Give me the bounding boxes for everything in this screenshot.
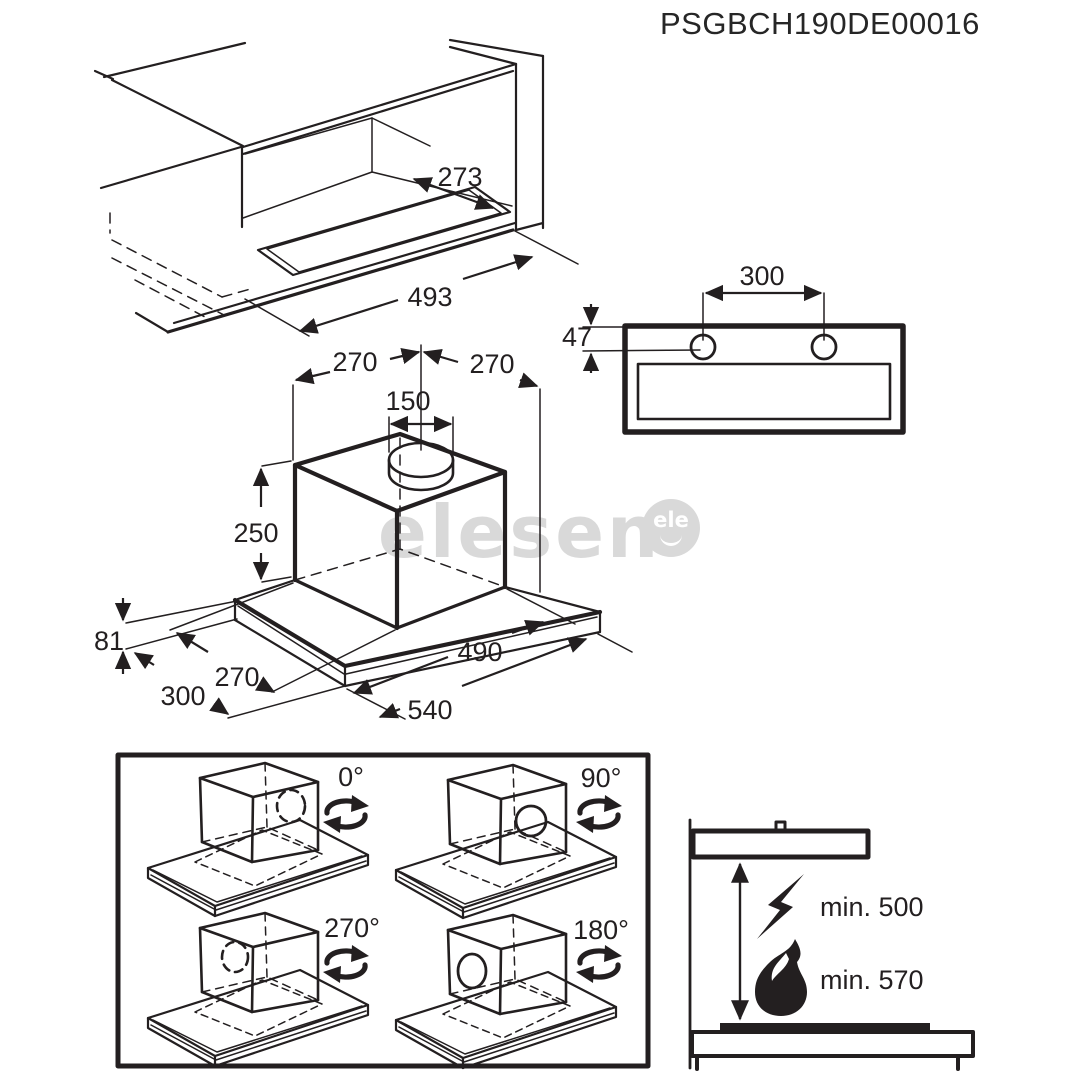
hood-bottom: [690, 828, 871, 860]
rotation-angle-label: 270°: [324, 913, 380, 943]
dim-label-hole-spacing: 300: [739, 261, 784, 291]
dim-label-cutout-width: 493: [407, 282, 452, 312]
hidden-edges-dashed: [109, 212, 257, 318]
dim-label-duct-left: 270: [332, 347, 377, 377]
dim-label-duct-right: 270: [469, 349, 514, 379]
dim-label-duct-diameter: 150: [385, 386, 430, 416]
duct-hole: [514, 804, 548, 838]
lightning-icon: [757, 874, 804, 939]
duct-rotation-options: 0° 90° 270° 180°: [115, 752, 651, 1070]
rotation-option-90: 90°: [394, 763, 622, 920]
drawing-number: PSGBCH190DE00016: [660, 6, 980, 41]
hood-dimensions-drawing: 150 270 270 250 81 300 270: [94, 344, 633, 725]
rotation-angle-label: 180°: [573, 915, 629, 945]
rotation-option-180: 180°: [394, 913, 629, 1070]
rotation-option-270: 270°: [146, 911, 380, 1068]
duct-hole-hidden: [220, 940, 250, 974]
dim-label-panel-width: 540: [407, 695, 452, 725]
dim-label-cutout-depth: 273: [437, 162, 482, 192]
clearance-gas-label: min. 570: [820, 965, 924, 995]
mounting-front-view: 300 47: [562, 261, 906, 435]
watermark-badge-label: ele: [653, 508, 689, 532]
dim-label-body-depth: 270: [214, 662, 259, 692]
dim-label-panel-depth: 300: [160, 681, 205, 711]
duct-hole-hidden: [275, 788, 307, 824]
flame-icon: [755, 939, 807, 1016]
dim-label-hole-offset: 47: [562, 322, 592, 352]
dim-label-body-height: 250: [233, 518, 278, 548]
cooktop: [720, 1023, 930, 1032]
watermark-smile-icon: [660, 533, 682, 546]
dim-label-panel-height: 81: [94, 626, 124, 656]
worktop: [690, 1030, 975, 1058]
watermark-badge: ele: [642, 499, 700, 557]
rotation-option-0: 0°: [146, 761, 369, 918]
cabinet-cutout-drawing: 273 493: [93, 38, 579, 337]
rotation-angle-label: 0°: [338, 762, 364, 792]
duct-hole: [456, 952, 488, 990]
watermark-text: elesen: [378, 490, 662, 574]
dim-label-body-width: 490: [457, 637, 502, 667]
clearance-electric-label: min. 500: [820, 892, 924, 922]
rotation-angle-label: 90°: [581, 763, 622, 793]
clearance-diagram: min. 500 min. 570: [688, 818, 975, 1071]
